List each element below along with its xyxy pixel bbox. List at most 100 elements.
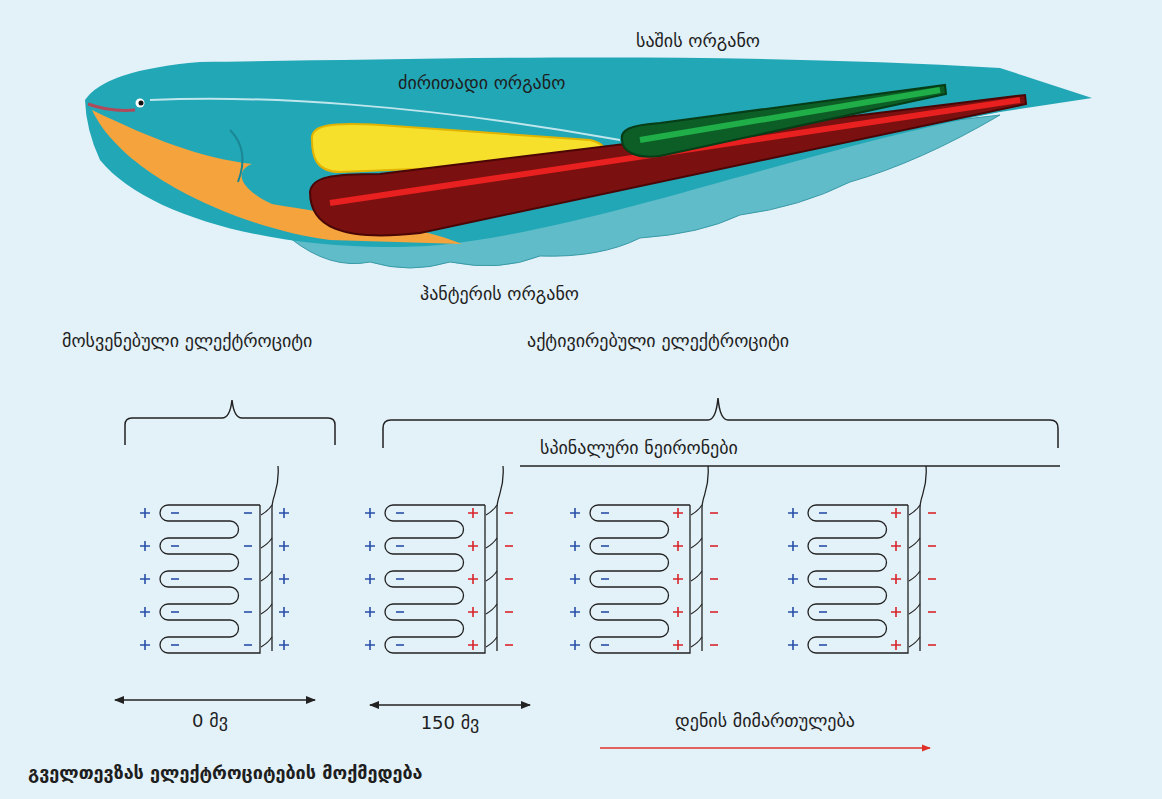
plus-sign xyxy=(279,574,289,584)
plus-sign xyxy=(140,574,150,584)
voltage-label: 150 მვ xyxy=(421,712,480,734)
minus-sign xyxy=(819,611,827,613)
nerve-branch xyxy=(486,571,497,581)
minus-sign xyxy=(396,512,404,514)
minus-sign xyxy=(928,611,936,613)
nerve-branch xyxy=(691,571,702,581)
minus-sign xyxy=(505,578,513,580)
plus-sign xyxy=(673,574,683,584)
plus-sign xyxy=(140,640,150,650)
minus-sign xyxy=(710,611,718,613)
caption: გველთევზას ელექტროციტების მოქმედება xyxy=(28,762,423,784)
minus-sign xyxy=(710,578,718,580)
plus-sign xyxy=(570,574,580,584)
plus-sign xyxy=(279,607,289,617)
minus-sign xyxy=(601,611,609,613)
organ-label: საშის ორგანო xyxy=(636,30,760,52)
organ-label: ჰანტერის ორგანო xyxy=(420,283,579,305)
minus-sign xyxy=(244,644,252,646)
bracket xyxy=(125,400,335,445)
sachs-organ-stripe xyxy=(640,90,940,140)
nerve-branch xyxy=(691,637,702,647)
minus-sign xyxy=(505,611,513,613)
plus-sign xyxy=(468,640,478,650)
plus-sign xyxy=(570,640,580,650)
plus-sign xyxy=(365,640,375,650)
nerve-branch xyxy=(261,571,272,581)
minus-sign xyxy=(171,512,179,514)
plus-sign xyxy=(673,508,683,518)
hunter-organ xyxy=(310,95,1026,235)
nerve-branch xyxy=(261,637,272,647)
nerve-branch xyxy=(486,604,497,614)
voltage-label: 0 მვ xyxy=(192,710,228,732)
plus-sign xyxy=(891,607,901,617)
plus-sign xyxy=(279,640,289,650)
minus-sign xyxy=(171,545,179,547)
minus-sign xyxy=(819,644,827,646)
neuron-label: სპინალური ნეირონები xyxy=(540,437,738,459)
nerve-branch xyxy=(486,505,497,515)
minus-sign xyxy=(819,545,827,547)
plus-sign xyxy=(673,640,683,650)
plus-sign xyxy=(891,640,901,650)
minus-sign xyxy=(601,545,609,547)
plus-sign xyxy=(468,607,478,617)
nerve xyxy=(497,466,503,651)
nerve-branch xyxy=(909,538,920,548)
plus-sign xyxy=(365,574,375,584)
organ-label: ძირითადი ორგანო xyxy=(398,72,565,94)
plus-sign xyxy=(365,508,375,518)
plus-sign xyxy=(570,541,580,551)
minus-sign xyxy=(244,578,252,580)
sachs-organ xyxy=(622,85,946,157)
nerve-branch xyxy=(486,538,497,548)
mouth xyxy=(88,104,135,110)
nerve-branch xyxy=(261,505,272,515)
plus-sign xyxy=(788,574,798,584)
spinal-wire xyxy=(520,465,1060,467)
minus-sign xyxy=(601,578,609,580)
minus-sign xyxy=(505,545,513,547)
plus-sign xyxy=(468,508,478,518)
eye-pupil xyxy=(139,101,144,106)
minus-sign xyxy=(601,512,609,514)
plus-sign xyxy=(788,607,798,617)
nerve-branch xyxy=(909,604,920,614)
nerve-branch xyxy=(691,505,702,515)
voltage-arrow xyxy=(370,704,530,706)
nerve xyxy=(702,466,708,651)
plus-sign xyxy=(140,508,150,518)
minus-sign xyxy=(819,578,827,580)
nerve-branch xyxy=(691,538,702,548)
plus-sign xyxy=(279,508,289,518)
minus-sign xyxy=(396,545,404,547)
plus-sign xyxy=(788,541,798,551)
electrocyte xyxy=(385,505,485,653)
nerve-branch xyxy=(261,538,272,548)
nerve xyxy=(272,466,278,651)
plus-sign xyxy=(570,607,580,617)
plus-sign xyxy=(140,607,150,617)
plus-sign xyxy=(570,508,580,518)
plus-sign xyxy=(891,541,901,551)
nerve-branch xyxy=(486,637,497,647)
nerve-branch xyxy=(909,505,920,515)
minus-sign xyxy=(505,644,513,646)
group-label: აქტივირებული ელექტროციტი xyxy=(527,330,789,352)
minus-sign xyxy=(928,578,936,580)
plus-sign xyxy=(365,607,375,617)
minus-sign xyxy=(710,644,718,646)
minus-sign xyxy=(396,644,404,646)
minus-sign xyxy=(819,512,827,514)
minus-sign xyxy=(928,512,936,514)
eye xyxy=(136,99,145,108)
minus-sign xyxy=(244,512,252,514)
electrocyte xyxy=(808,505,908,653)
current-arrow xyxy=(600,747,930,749)
minus-sign xyxy=(928,545,936,547)
plus-sign xyxy=(140,541,150,551)
minus-sign xyxy=(396,611,404,613)
gill xyxy=(230,130,243,182)
